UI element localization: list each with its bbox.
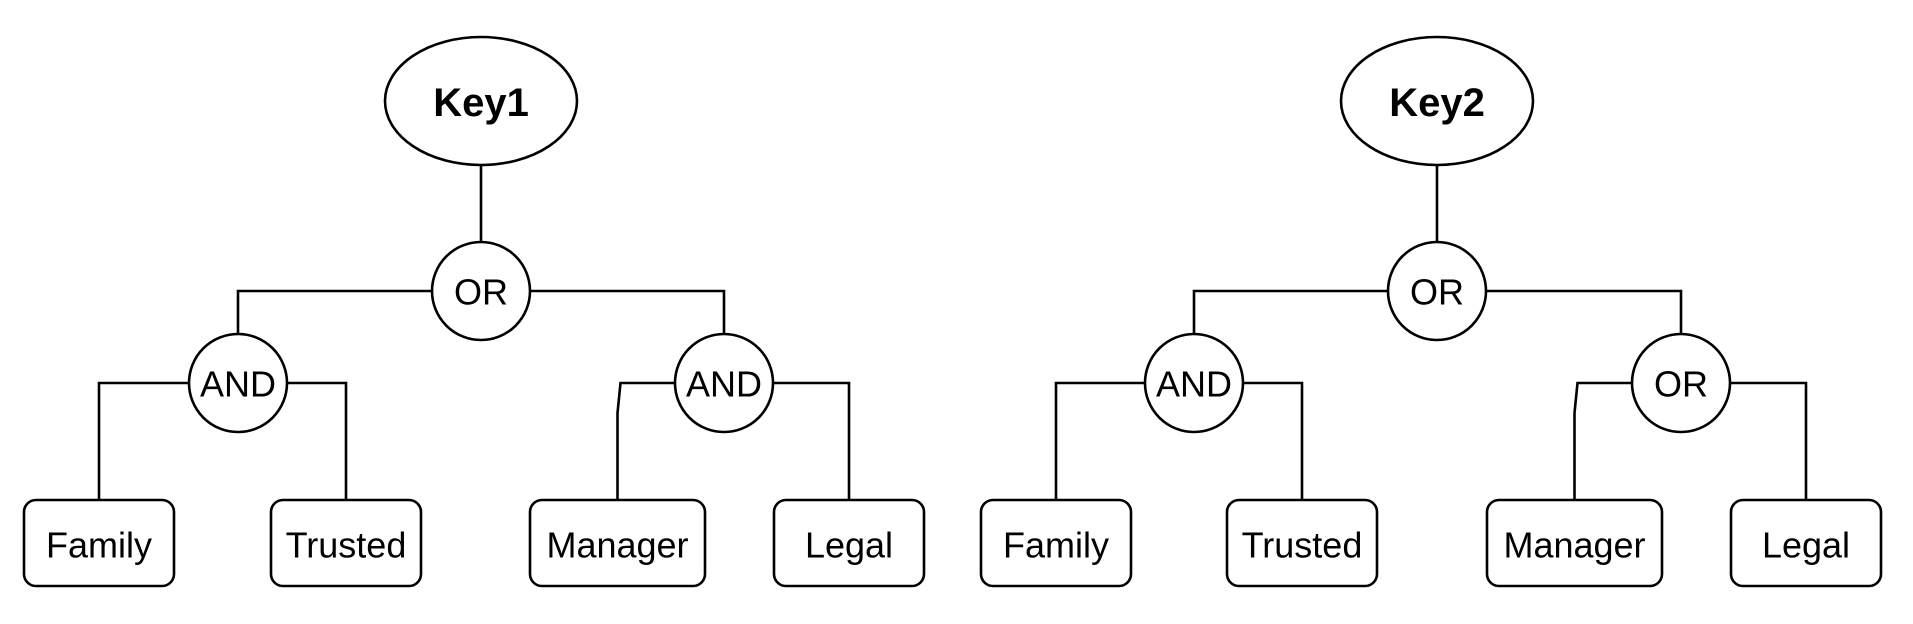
leaf-label: Manager	[546, 525, 688, 566]
right-gate-circle	[673, 332, 775, 434]
leaf-node: Manager	[528, 498, 707, 588]
leaf-box	[22, 498, 176, 588]
leaf-box	[1225, 498, 1379, 588]
root-key-node: Key1	[383, 35, 579, 167]
leaf-label: Legal	[805, 525, 893, 566]
leaf-label: Trusted	[1242, 525, 1363, 566]
right-gate: OR	[1630, 332, 1732, 434]
edge-left-gate-to-leaf-1	[97, 381, 189, 500]
top-gate: OR	[430, 240, 532, 342]
edge-right-gate-to-leaf-4	[773, 381, 851, 500]
edge-or-to-right-gate	[1486, 289, 1683, 334]
edge-right-gate-to-leaf-3	[616, 381, 675, 500]
root-ellipse	[383, 35, 579, 167]
left-gate-label: AND	[1156, 364, 1232, 405]
edges	[97, 165, 851, 500]
edge-left-gate-to-leaf-1	[1054, 381, 1145, 500]
root-key-label: Key2	[1389, 81, 1485, 125]
root-key-node: Key2	[1339, 35, 1535, 167]
leaf-node: Trusted	[269, 498, 423, 588]
root-key-label: Key1	[433, 81, 529, 125]
edge-or-to-left-gate	[236, 289, 432, 334]
leaf-label: Manager	[1503, 525, 1645, 566]
right-gate: AND	[673, 332, 775, 434]
leaf-label: Trusted	[286, 525, 407, 566]
leaf-node: Family	[22, 498, 176, 588]
edge-left-gate-to-leaf-2	[1243, 381, 1304, 500]
leaf-box	[772, 498, 926, 588]
top-gate-label: OR	[454, 272, 508, 313]
leaf-box	[528, 498, 707, 588]
edge-or-to-right-gate	[530, 289, 726, 334]
top-gate: OR	[1386, 240, 1488, 342]
right-gate-label: OR	[1654, 364, 1708, 405]
edge-right-gate-to-leaf-3	[1573, 381, 1632, 500]
leaf-node: Legal	[1729, 498, 1883, 588]
leaf-box	[1729, 498, 1883, 588]
edge-right-gate-to-leaf-4	[1730, 381, 1808, 500]
left-gate: AND	[1143, 332, 1245, 434]
leaf-node: Family	[979, 498, 1133, 588]
left-gate-label: AND	[200, 364, 276, 405]
edge-left-gate-to-leaf-2	[287, 381, 348, 500]
left-gate: AND	[187, 332, 289, 434]
leaf-label: Family	[46, 525, 152, 566]
leaf-node: Manager	[1485, 498, 1664, 588]
leaf-box	[979, 498, 1133, 588]
top-gate-circle	[1386, 240, 1488, 342]
leaf-box	[1485, 498, 1664, 588]
leaf-label: Family	[1003, 525, 1109, 566]
leaf-box	[269, 498, 423, 588]
edge-or-to-left-gate	[1192, 289, 1388, 334]
left-gate-circle	[187, 332, 289, 434]
root-ellipse	[1339, 35, 1535, 167]
edges	[1054, 165, 1808, 500]
leaf-node: Trusted	[1225, 498, 1379, 588]
leaf-node: Legal	[772, 498, 926, 588]
top-gate-circle	[430, 240, 532, 342]
leaf-label: Legal	[1762, 525, 1850, 566]
top-gate-label: OR	[1410, 272, 1464, 313]
left-gate-circle	[1143, 332, 1245, 434]
right-gate-label: AND	[686, 364, 762, 405]
right-gate-circle	[1630, 332, 1732, 434]
